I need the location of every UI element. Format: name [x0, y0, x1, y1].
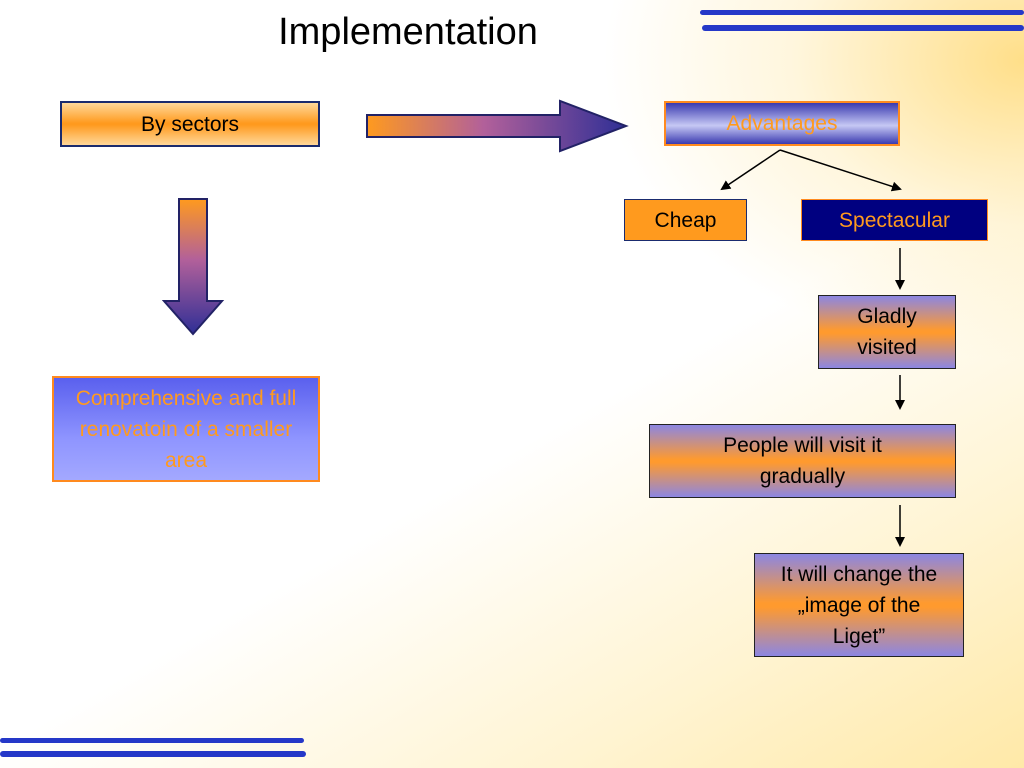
top-right-stripe-2	[702, 25, 1024, 31]
arrow-to-cheap	[720, 149, 781, 191]
cheap-box: Cheap	[624, 199, 747, 241]
gladly-visited-box: Gladly visited	[818, 295, 956, 369]
bottom-left-stripe-1	[0, 738, 304, 743]
down-arrow	[162, 198, 225, 336]
people-visit-label: People will visit it gradually	[723, 434, 882, 488]
advantages-box: Advantages	[664, 101, 900, 146]
by-sectors-label: By sectors	[140, 112, 240, 136]
top-right-stripe-1	[700, 10, 1024, 15]
comprehensive-box: Comprehensive and full renovatoin of a s…	[52, 376, 320, 482]
gladly-visited-label: Gladly visited	[857, 305, 917, 359]
by-sectors-box: By sectors	[60, 101, 320, 147]
spectacular-label: Spectacular	[839, 208, 950, 232]
comprehensive-label: Comprehensive and full renovatoin of a s…	[75, 386, 297, 472]
right-arrow	[366, 99, 629, 153]
bottom-left-stripe-2	[0, 751, 306, 757]
arrow-to-spectacular	[779, 149, 902, 192]
spectacular-box: Spectacular	[801, 199, 988, 241]
people-visit-box: People will visit it gradually	[649, 424, 956, 498]
cheap-label: Cheap	[654, 208, 717, 232]
change-image-label: It will change the „image of the Liget”	[780, 562, 938, 648]
advantages-label: Advantages	[726, 112, 838, 135]
change-image-box: It will change the „image of the Liget”	[754, 553, 964, 657]
slide-title: Implementation	[278, 11, 538, 53]
